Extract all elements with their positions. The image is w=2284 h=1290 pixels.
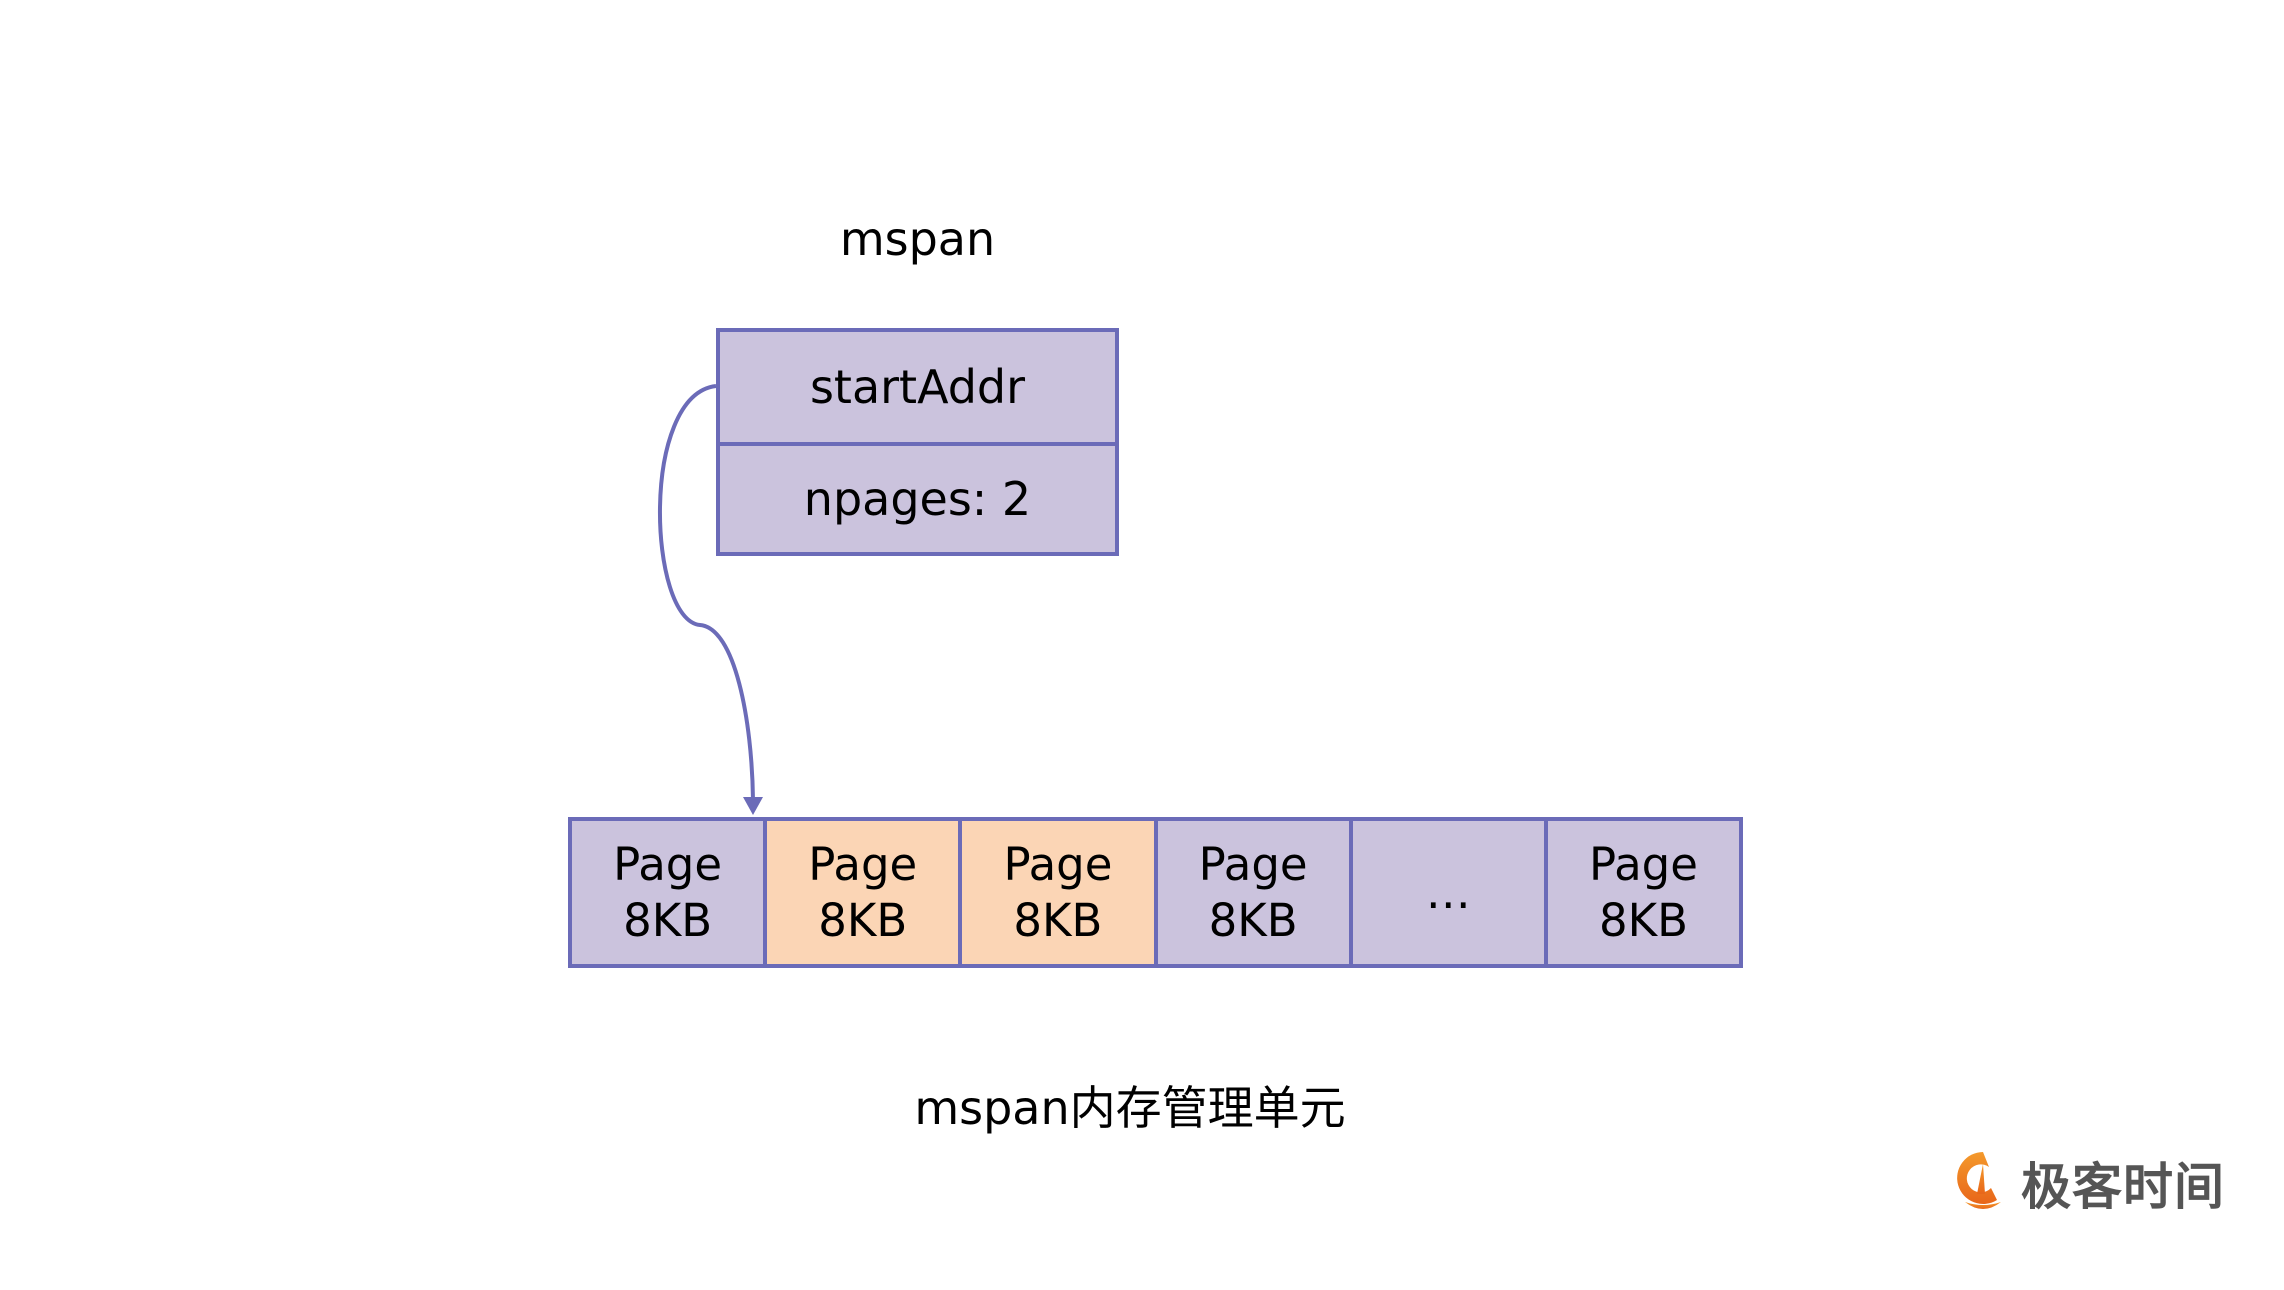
page-size: 8KB: [1013, 893, 1103, 947]
geektime-logo: 极客时间: [1953, 1150, 2225, 1216]
arrowhead-icon: [743, 797, 763, 815]
pointer-curve: [657, 384, 755, 801]
page-label: Page: [1588, 837, 1698, 891]
page-size: 8KB: [623, 893, 713, 947]
geektime-logo-icon: [1957, 1152, 2001, 1209]
page-size: 8KB: [1208, 893, 1298, 947]
diagram-caption: mspan内存管理单元: [914, 1081, 1346, 1135]
field-startaddr-label: startAddr: [809, 360, 1026, 414]
page-cell-ellipsis: …: [1348, 817, 1548, 968]
mspan-title: mspan: [839, 212, 996, 266]
page-label: Page: [1198, 837, 1308, 891]
field-startaddr: startAddr: [716, 328, 1119, 446]
page-size: 8KB: [1598, 893, 1688, 947]
page-cell-2: Page 8KB: [763, 817, 963, 968]
page-label: Page: [808, 837, 918, 891]
page-label: Page: [613, 837, 723, 891]
page-cell-1: Page 8KB: [568, 817, 768, 968]
field-npages: npages: 2: [716, 442, 1119, 556]
geektime-logo-text: 极客时间: [2021, 1158, 2225, 1216]
page-cell-last: Page 8KB: [1543, 817, 1744, 968]
page-size: 8KB: [818, 893, 908, 947]
field-npages-label: npages: 2: [803, 472, 1032, 526]
page-row: Page 8KB Page 8KB Page 8KB Page 8KB … Pa…: [568, 817, 1744, 968]
page-cell-3: Page 8KB: [958, 817, 1158, 968]
ellipsis-label: …: [1425, 865, 1471, 919]
page-label: Page: [1003, 837, 1113, 891]
